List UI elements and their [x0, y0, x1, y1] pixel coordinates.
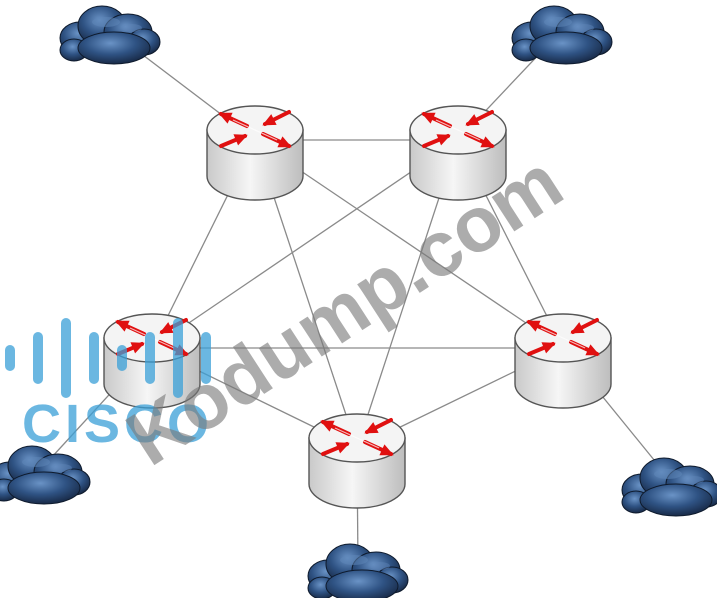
- cloud-icon: [307, 543, 409, 598]
- link-r-top-left-r-mid-right: [254, 139, 564, 349]
- clouds-layer: [0, 5, 717, 598]
- cloud-icon: [59, 5, 161, 65]
- cisco-logo-bars: [5, 318, 211, 398]
- router-icon: [514, 313, 612, 409]
- cisco-watermark: CISCO: [5, 318, 213, 454]
- routers-layer: [103, 105, 612, 509]
- router-icon: [409, 105, 507, 201]
- router-icon: [206, 105, 304, 201]
- link-r-top-right-r-mid-left: [151, 139, 459, 349]
- router-arrows-icon: [526, 318, 600, 356]
- cloud-icon: [621, 457, 717, 517]
- router-arrows-icon: [218, 110, 292, 148]
- router-arrows-icon: [320, 418, 394, 456]
- router-icon: [308, 413, 406, 509]
- cloud-icon: [511, 5, 613, 65]
- cisco-logo-text: CISCO: [22, 394, 213, 454]
- cloud-icon: [0, 445, 91, 505]
- router-arrows-icon: [421, 110, 495, 148]
